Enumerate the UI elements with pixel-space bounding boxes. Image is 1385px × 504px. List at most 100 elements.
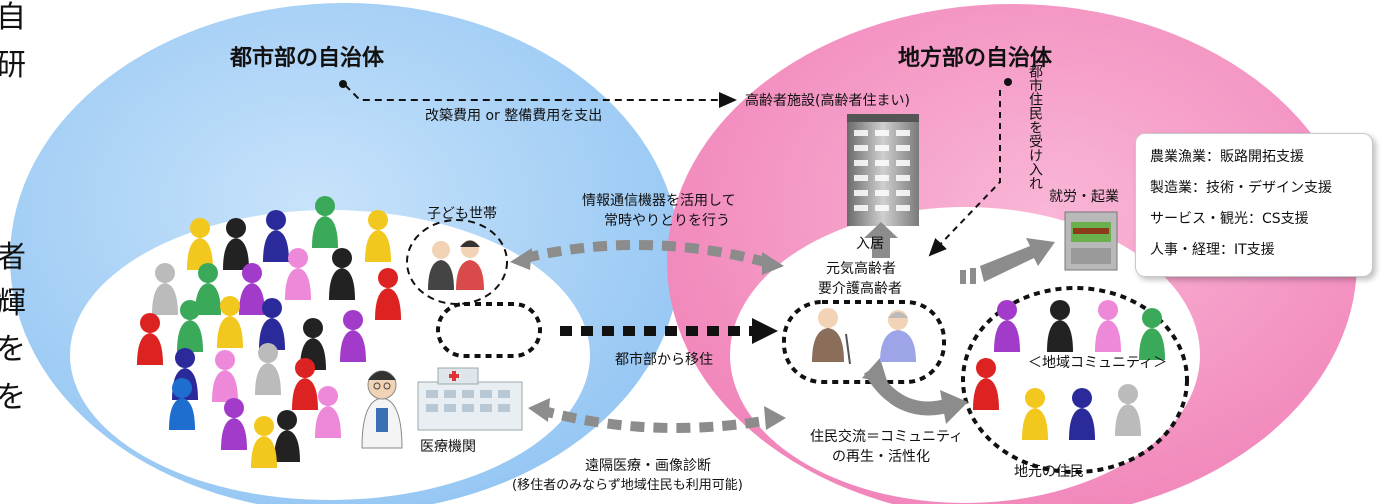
person-figure-head xyxy=(1025,388,1045,408)
exchange-label-1: 住民交流＝コミュニティ xyxy=(810,429,964,445)
ict-flow-arrow xyxy=(523,239,767,267)
person-figure-head xyxy=(140,313,160,333)
person-figure-body xyxy=(259,318,285,350)
person-figure-head xyxy=(155,263,175,283)
person-figure-head xyxy=(976,358,996,378)
person-figure-head xyxy=(1072,388,1092,408)
accept-label: 都市住民を受け入れ xyxy=(1027,64,1043,190)
support-item: 人事・経理：IT支援 xyxy=(1150,242,1275,258)
person-figure-head xyxy=(220,296,240,316)
person-figure-body xyxy=(169,398,195,430)
person-figure-body xyxy=(251,436,277,468)
ict-label-1: 情報通信機器を活用して xyxy=(582,193,736,209)
person-figure-head xyxy=(180,300,200,320)
person-figure-head xyxy=(318,386,338,406)
cost-flow-label: 改築費用 or 整備費用を支出 xyxy=(425,108,603,124)
local-residents-crowd xyxy=(973,300,1165,440)
left-fragment-1: 自 xyxy=(0,0,26,35)
left-fragment-5: を xyxy=(0,332,26,367)
elderly-label-care: 要介護高齢者 xyxy=(818,281,902,297)
person-figure-body xyxy=(195,283,221,315)
person-figure-head xyxy=(288,248,308,268)
person-figure-body xyxy=(263,230,289,262)
elderly-label-healthy: 元気高齢者 xyxy=(826,261,896,277)
exchange-label-2: の再生・活性化 xyxy=(832,449,930,465)
person-figure-head xyxy=(1142,308,1162,328)
person-figure-body xyxy=(239,283,265,315)
person-figure-body xyxy=(329,268,355,300)
work-label: 就労・起業 xyxy=(1049,189,1119,205)
hospital-icon xyxy=(417,367,523,431)
household-people-icon xyxy=(428,240,484,290)
person-figure-body xyxy=(312,216,338,248)
person-figure-head xyxy=(368,210,388,230)
person-figure-body xyxy=(223,238,249,270)
support-box: 農業漁業：販路開拓支援 製造業：技術・デザイン支援 サービス・観光：CS支援 人… xyxy=(1135,133,1373,277)
medical-label: 医療機関 xyxy=(420,439,476,455)
households-label: 子ども世帯 xyxy=(427,206,497,222)
work-arrow xyxy=(960,238,1055,284)
person-figure-head xyxy=(343,310,363,330)
person-figure-head xyxy=(332,248,352,268)
person-figure-head xyxy=(262,298,282,318)
person-figure-head xyxy=(266,210,286,230)
person-figure-body xyxy=(212,370,238,402)
person-figure-head xyxy=(258,343,278,363)
person-figure-body xyxy=(1115,404,1141,436)
person-figure-head xyxy=(1050,300,1070,320)
person-figure-head xyxy=(277,410,297,430)
urban-title: 都市部の自治体 xyxy=(230,46,385,71)
local-community-group xyxy=(961,286,1189,474)
telemedicine-label-2: (移住者のみならず地域住民も利用可能) xyxy=(512,478,743,493)
telemedicine-arrow xyxy=(538,405,771,433)
local-residents-label: 地元の住民 xyxy=(1014,464,1084,480)
left-fragment-4: 輝 xyxy=(0,286,26,321)
ict-label-2: 常時やりとりを行う xyxy=(604,213,730,229)
workplace-icon xyxy=(1064,211,1118,271)
person-figure-body xyxy=(152,283,178,315)
person-figure-head xyxy=(242,263,262,283)
left-fragment-2: 研 xyxy=(0,48,26,83)
move-in-label: 入居 xyxy=(856,236,884,252)
person-figure-head xyxy=(254,416,274,436)
support-item: 農業漁業：販路開拓支援 xyxy=(1150,149,1304,165)
person-figure-head xyxy=(175,348,195,368)
person-figure-head xyxy=(1098,300,1118,320)
accept-flow-arrow xyxy=(928,90,1001,257)
person-figure-head xyxy=(215,350,235,370)
elderly-group xyxy=(782,300,946,384)
person-figure-head xyxy=(315,196,335,216)
person-figure-body xyxy=(365,230,391,262)
person-figure-head xyxy=(378,268,398,288)
person-figure-head xyxy=(190,218,210,238)
support-item: サービス・観光：CS支援 xyxy=(1150,211,1309,227)
person-figure-body xyxy=(375,288,401,320)
elderly-facility-icon xyxy=(847,114,919,226)
doctor-icon xyxy=(361,370,403,449)
community-label: ＜地域コミュニティ＞ xyxy=(1028,355,1168,371)
move-in-arrow xyxy=(864,222,898,258)
left-fragment-3: 者 xyxy=(0,240,26,275)
person-figure-head xyxy=(295,358,315,378)
person-figure-body xyxy=(137,333,163,365)
migrant-group xyxy=(436,302,542,358)
person-figure-body xyxy=(177,320,203,352)
elderly-people-icon xyxy=(812,308,916,365)
left-fragment-6: を xyxy=(0,380,26,415)
person-figure-body xyxy=(187,238,213,270)
person-figure-body xyxy=(274,430,300,462)
person-figure-head xyxy=(303,318,323,338)
person-figure-head xyxy=(1118,384,1138,404)
telemedicine-label-1: 遠隔医療・画像診断 xyxy=(585,458,711,474)
person-figure-body xyxy=(255,363,281,395)
person-figure-body xyxy=(285,268,311,300)
migration-label: 都市部から移住 xyxy=(615,352,713,368)
support-item: 製造業：技術・デザイン支援 xyxy=(1150,180,1332,196)
person-figure-body xyxy=(217,316,243,348)
person-figure-head xyxy=(224,398,244,418)
person-figure-head xyxy=(172,378,192,398)
person-figure-body xyxy=(1095,320,1121,352)
person-figure-head xyxy=(997,300,1017,320)
